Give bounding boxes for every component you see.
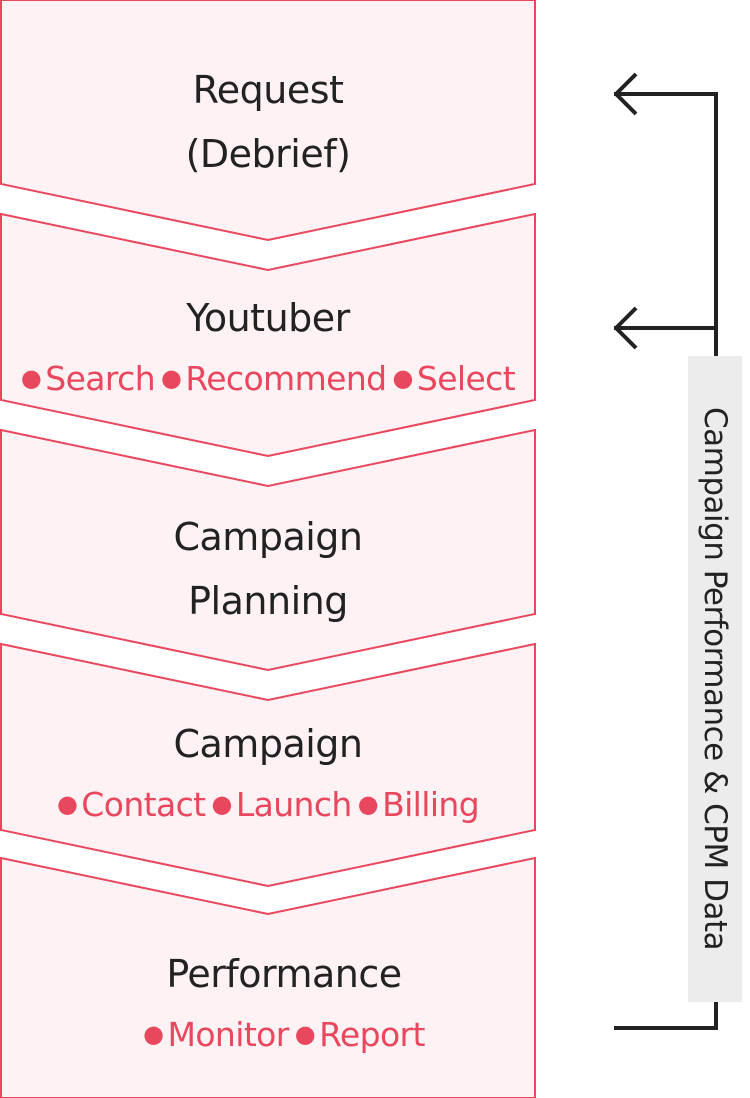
stage-item: Search (45, 359, 156, 398)
stage-items-youtuber: ●Search●Recommend●Select (0, 358, 536, 399)
stage-item: Launch (235, 785, 353, 824)
stage-title-request: Request (192, 68, 344, 112)
stage-item: Select (416, 359, 516, 398)
stage-title-campaign: Campaign (173, 722, 363, 766)
stage-box-performance (0, 856, 536, 1098)
bullet-icon: ● (56, 790, 78, 818)
stage-item: Contact (81, 785, 206, 824)
stage-item: Monitor (167, 1015, 289, 1054)
stage-items-performance: ●Monitor●Report (0, 1014, 552, 1055)
feedback-label: Campaign Performance & CPM Data (697, 407, 733, 951)
stage-title-request-line2: (Debrief) (185, 132, 351, 176)
feedback-label-box (688, 356, 742, 1002)
stage-box-youtuber (0, 212, 536, 458)
stage-box-planning (0, 428, 536, 672)
bullet-icon: ● (161, 364, 182, 392)
stage-box-campaign (0, 642, 536, 888)
arrowhead-icon (614, 306, 638, 350)
stage-items-campaign: ●Contact●Launch●Billing (0, 784, 536, 825)
stage-title-youtuber: Youtuber (186, 296, 350, 340)
stage-item: Recommend (185, 359, 387, 398)
stage-title-planning: Campaign (173, 515, 363, 559)
stage-box-request (0, 0, 536, 242)
bullet-icon: ● (211, 790, 232, 818)
bullet-icon: ● (357, 790, 379, 818)
bullet-icon: ● (392, 364, 414, 392)
stage-title-planning-line2: Planning (188, 579, 348, 623)
stage-item: Report (319, 1015, 425, 1054)
arrowhead-icon (614, 72, 638, 116)
bullet-icon: ● (294, 1020, 316, 1048)
bullet-icon: ● (20, 364, 42, 392)
bullet-icon: ● (143, 1020, 164, 1048)
stage-item: Billing (382, 785, 480, 824)
stage-title-performance: Performance (166, 952, 402, 996)
